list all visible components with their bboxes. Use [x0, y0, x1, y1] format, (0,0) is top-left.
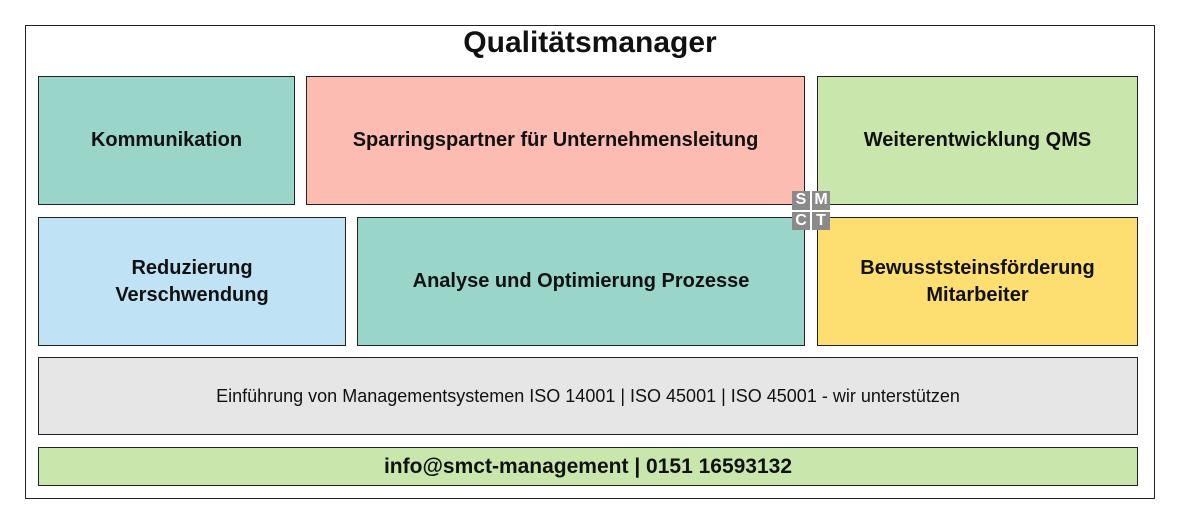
smct-logo: S M C T	[792, 191, 830, 230]
logo-letter: M	[812, 191, 830, 210]
logo-letter: T	[812, 211, 830, 230]
logo-letter: C	[792, 211, 810, 230]
contact-banner: info@smct-management | 0151 16593132	[38, 447, 1138, 486]
box-reduzierung-verschwendung: Reduzierung Verschwendung	[38, 217, 346, 346]
diagram-frame	[25, 25, 1155, 499]
box-weiterentwicklung-qms: Weiterentwicklung QMS	[817, 76, 1138, 205]
box-bewusstseinsfoerderung: Bewusststeinsförderung Mitarbeiter	[817, 217, 1138, 346]
box-kommunikation: Kommunikation	[38, 76, 295, 205]
box-analyse-optimierung: Analyse und Optimierung Prozesse	[357, 217, 805, 346]
diagram-title: Qualitätsmanager	[463, 26, 717, 59]
box-sparringspartner: Sparringspartner für Unternehmensleitung	[306, 76, 805, 205]
logo-letter: S	[792, 191, 810, 210]
iso-banner: Einführung von Managementsystemen ISO 14…	[38, 357, 1138, 435]
